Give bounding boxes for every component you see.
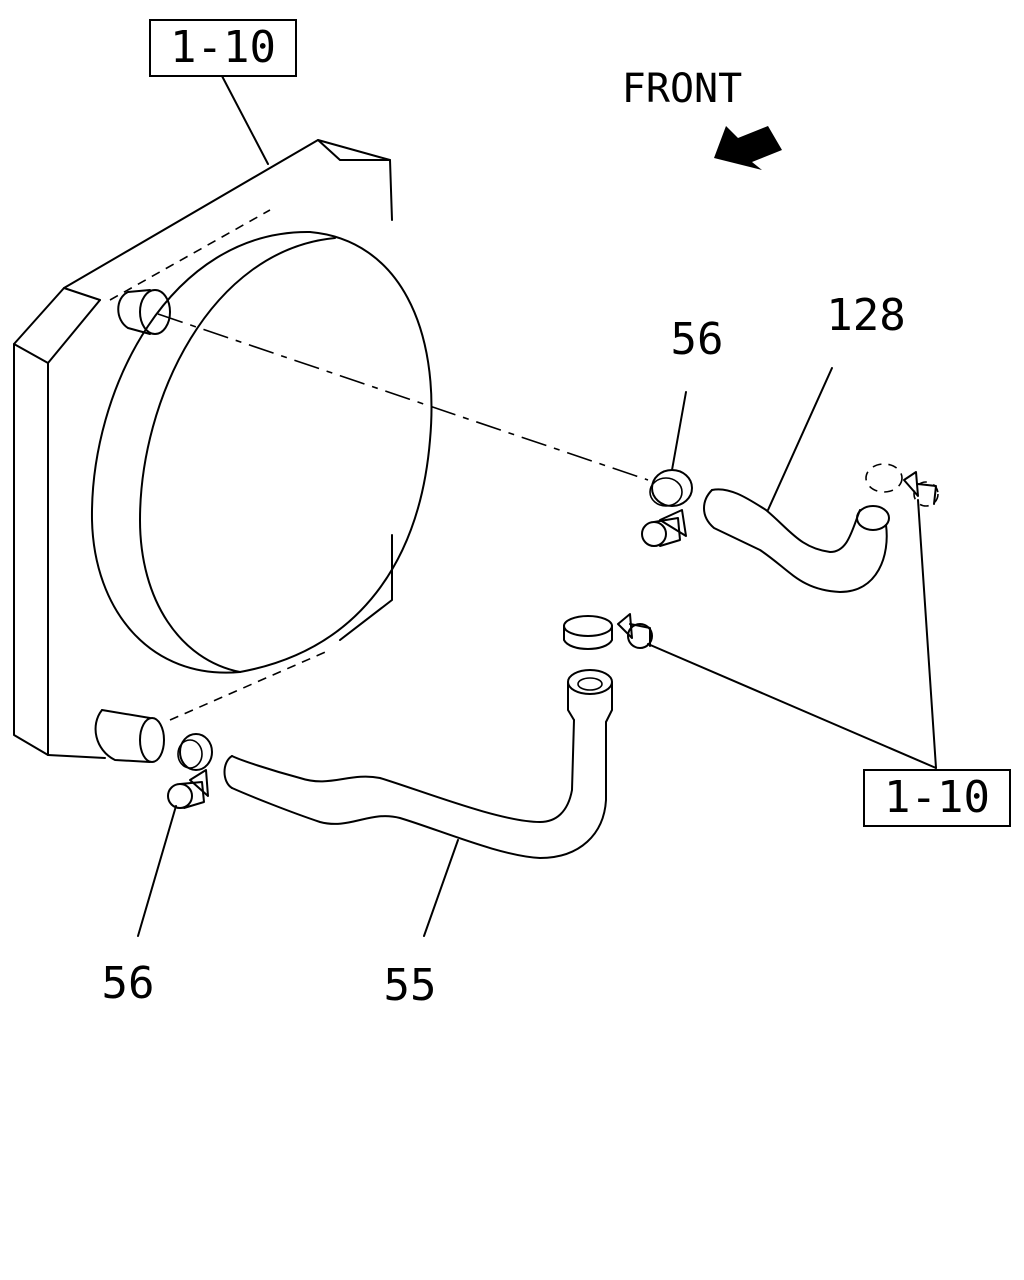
reference-box-bottom: 1-10 (863, 769, 1011, 827)
callout-clamp-upper: 56 (671, 314, 724, 365)
leader-ref-top (221, 75, 269, 165)
reference-box-top-label: 1-10 (170, 22, 276, 73)
radiator-lower-outlet (94, 709, 165, 763)
callout-clamp-lower: 56 (102, 958, 155, 1009)
hose-clamp-engine-upper (865, 463, 939, 507)
leader-clamp-upper (671, 391, 687, 471)
reference-box-top: 1-10 (149, 19, 297, 77)
front-arrow-icon (714, 126, 782, 170)
callout-hose-lower: 55 (384, 960, 437, 1011)
hose-clamp-lower (167, 733, 213, 809)
leader-hose-lower (423, 839, 459, 937)
radiator-upper-outlet (117, 289, 171, 335)
hose-clamp-upper (641, 469, 693, 547)
hose-clamp-engine-lower (563, 613, 653, 650)
center-line-upper (157, 313, 649, 481)
leader-hose-upper (767, 367, 833, 511)
leader-ref-bottom-a (917, 499, 937, 769)
radiator-shroud (13, 139, 433, 759)
reference-box-bottom-label: 1-10 (884, 772, 990, 823)
upper-radiator-hose (703, 488, 890, 593)
leader-clamp-lower (137, 805, 177, 937)
callout-hose-upper: 128 (826, 290, 905, 341)
front-label: FRONT (622, 66, 742, 112)
leader-ref-bottom-b (647, 643, 937, 769)
lower-radiator-hose (223, 669, 613, 859)
